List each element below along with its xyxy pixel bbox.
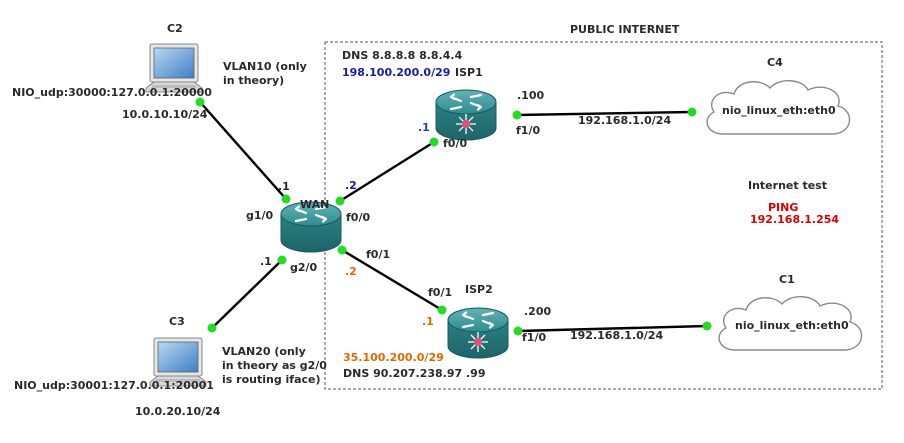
isp2-lan: 192.168.1.0/24 xyxy=(570,329,663,342)
c3-vlan-note-line1: VLAN20 (only xyxy=(222,345,306,358)
port-dot-c4 xyxy=(687,107,697,117)
port-dot-wan-g2 xyxy=(277,255,287,265)
c1-interface: nio_linux_eth:eth0 xyxy=(735,319,849,332)
isp1-lan: 192.168.1.0/24 xyxy=(578,114,671,127)
ping-label: PING xyxy=(768,201,798,214)
c3-name: C3 xyxy=(169,315,185,328)
c4-name: C4 xyxy=(767,56,783,69)
c2-nio: NIO_udp:30000:127.0.0.1:20000 xyxy=(12,86,212,99)
c3-nio: NIO_udp:30001:127.0.0.1:20001 xyxy=(14,379,214,392)
c3-ip: 10.0.20.10/24 xyxy=(135,405,221,418)
link-isp1-c4[interactable] xyxy=(516,110,693,117)
router-isp1[interactable] xyxy=(434,88,498,142)
public-internet-boundary xyxy=(324,41,883,390)
port-dot-c1 xyxy=(702,321,712,331)
wan-f01-port: f0/1 xyxy=(366,248,390,261)
wan-f01-addr: .2 xyxy=(345,265,357,278)
c2-vlan-note-line1: VLAN10 (only xyxy=(223,60,307,73)
isp1-f10-port: f1/0 xyxy=(516,124,540,137)
isp1-f00-addr: .1 xyxy=(418,121,430,134)
isp2-f10-port: f1/0 xyxy=(522,331,546,344)
wan-g2-port: g2/0 xyxy=(290,261,318,274)
port-dot-isp1-f00 xyxy=(429,137,439,147)
c1-name: C1 xyxy=(779,273,795,286)
wan-name: WAN xyxy=(300,198,329,211)
link-c2-wan[interactable] xyxy=(199,101,287,200)
isp1-f00-port: f0/0 xyxy=(443,137,467,150)
port-dot-isp2-f01 xyxy=(437,305,447,315)
c2-vlan-note-line2: in theory) xyxy=(223,74,284,87)
isp2-f01-port: f0/1 xyxy=(428,286,452,299)
port-dot-isp2-f10 xyxy=(513,326,523,336)
wan-g1-port: g1/0 xyxy=(246,209,274,222)
port-dot-c3 xyxy=(207,323,217,333)
c4-interface: nio_linux_eth:eth0 xyxy=(722,104,836,117)
c3-vlan-note-line3: is routing iface) xyxy=(222,373,321,386)
isp2-name: ISP2 xyxy=(465,283,493,296)
isp1-f10-addr: .100 xyxy=(517,89,544,102)
port-dot-c2 xyxy=(195,97,205,107)
internet-test-title: Internet test xyxy=(748,179,827,192)
c2-ip: 10.0.10.10/24 xyxy=(122,108,208,121)
port-dot-isp1-f10 xyxy=(512,110,522,120)
link-wan-isp2[interactable] xyxy=(341,248,443,312)
wan-g1-addr: .1 xyxy=(278,180,290,193)
isp2-dns: DNS 90.207.238.97 .99 xyxy=(343,367,485,380)
port-dot-wan-f00 xyxy=(335,196,345,206)
router-isp2[interactable] xyxy=(446,306,510,360)
wan-f00-addr: .2 xyxy=(345,179,357,192)
public-internet-title: PUBLIC INTERNET xyxy=(570,23,680,36)
c2-name: C2 xyxy=(167,22,183,35)
isp2-f10-addr: .200 xyxy=(524,305,551,318)
wan-f00-port: f0/0 xyxy=(346,211,370,224)
pc-c2[interactable] xyxy=(145,43,203,93)
isp1-network: 198.100.200.0/29 xyxy=(342,66,450,79)
isp2-network: 35.100.200.0/29 xyxy=(343,351,444,364)
isp1-dns: DNS 8.8.8.8 8.8.4.4 xyxy=(342,49,463,62)
c3-vlan-note-line2: in theory as g2/0 xyxy=(222,359,327,372)
link-wan-isp1[interactable] xyxy=(339,140,435,203)
link-isp2-c1[interactable] xyxy=(517,324,708,333)
wan-g2-addr: .1 xyxy=(260,255,272,268)
isp1-name: ISP1 xyxy=(455,66,483,79)
port-dot-wan-g1 xyxy=(281,194,291,204)
link-c3-wan[interactable] xyxy=(211,259,283,329)
port-dot-wan-f01 xyxy=(337,245,347,255)
isp2-f01-addr: .1 xyxy=(422,315,434,328)
ping-target: 192.168.1.254 xyxy=(750,213,839,226)
